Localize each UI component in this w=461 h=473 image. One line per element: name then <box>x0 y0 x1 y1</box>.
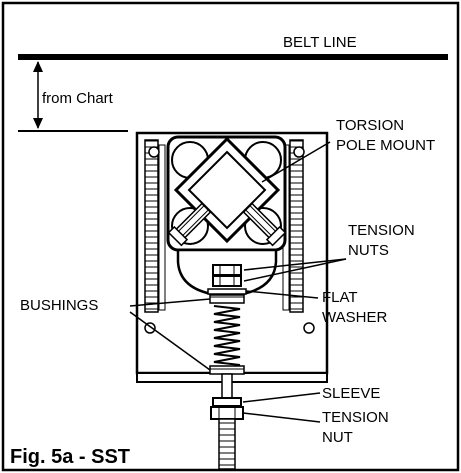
tension-nut-bottom <box>212 275 242 287</box>
right-clamp-bolt <box>242 202 287 247</box>
sleeve <box>212 397 242 407</box>
torsion-label-2: POLE MOUNT <box>336 137 435 154</box>
left-clamp-bolt <box>167 202 212 247</box>
sleeve-label: SLEEVE <box>322 385 380 402</box>
figure-caption: Fig. 5a - SST <box>10 446 130 468</box>
mount-hole-top-right <box>293 146 305 158</box>
spring <box>213 305 241 366</box>
leader-tension-nuts-1 <box>243 258 347 271</box>
dimension-arrow-up <box>33 61 43 72</box>
tension-nut-label-2: NUT <box>322 429 353 446</box>
from-chart-label: from Chart <box>42 90 114 107</box>
threaded-rod-upper <box>221 373 233 400</box>
leader-flat-washer <box>245 290 319 299</box>
leader-sleeve <box>242 392 321 403</box>
leader-tension-nut <box>242 412 321 423</box>
bushing-bottom <box>209 365 245 375</box>
mount-hole-top-left <box>148 146 160 158</box>
left-rail-inner <box>158 144 166 311</box>
leader-bushings-top <box>129 298 211 307</box>
leader-torsion <box>261 141 331 183</box>
tension-nut-top <box>212 264 242 276</box>
left-rail <box>144 139 159 313</box>
dimension-arrow-down <box>33 118 43 129</box>
tension-nut-label-1: TENSION <box>322 409 389 426</box>
flat-washer <box>207 288 247 295</box>
flat-washer-label-1: FLAT <box>322 289 358 306</box>
bushings-label: BUSHINGS <box>20 297 98 314</box>
tension-nuts-label-2: NUTS <box>348 242 389 259</box>
torsion-label-1: TORSION <box>336 117 404 134</box>
leader-bushings-bottom <box>129 311 211 371</box>
bushing-top <box>209 294 245 304</box>
right-rail <box>289 139 304 313</box>
leader-tension-nuts-2 <box>243 258 347 282</box>
mount-hole-bottom-right <box>303 322 315 334</box>
tension-nut-lower <box>210 406 244 420</box>
threaded-rod-lower <box>218 418 236 470</box>
flat-washer-label-2: WASHER <box>322 309 387 326</box>
belt-line-label: BELT LINE <box>283 34 357 51</box>
tension-nuts-label-1: TENSION <box>348 222 415 239</box>
